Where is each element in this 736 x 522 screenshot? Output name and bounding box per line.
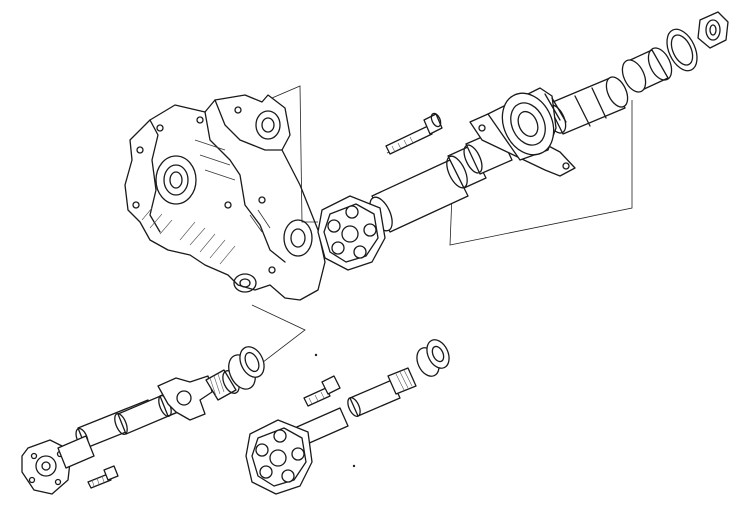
universal-joint — [157, 369, 240, 421]
bolt — [303, 375, 341, 407]
sealing-ring — [416, 339, 450, 377]
bolt — [87, 465, 119, 489]
center-support-bearing — [469, 87, 576, 177]
constant-velocity-joint — [21, 435, 95, 495]
leader-lines — [249, 85, 633, 373]
flex-disc — [317, 195, 386, 271]
bolt — [385, 112, 443, 155]
sealing-ring — [228, 346, 265, 390]
constant-velocity-joint — [621, 47, 673, 93]
flex-disc — [245, 419, 313, 495]
transfer-case — [124, 94, 326, 301]
sealing-ring — [666, 28, 698, 72]
collar-nut — [697, 11, 729, 49]
rear-propeller-shaft — [369, 76, 629, 233]
reference-dots — [314, 353, 356, 468]
